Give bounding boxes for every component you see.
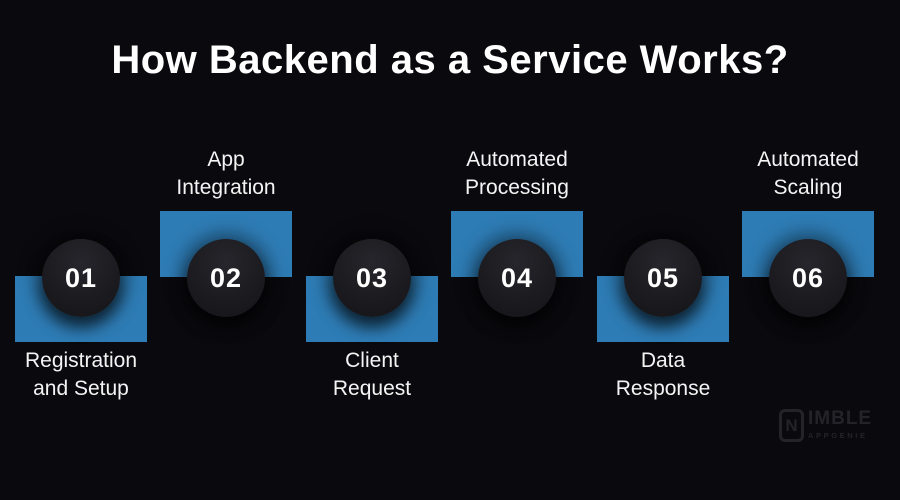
- step-06-number: 06: [791, 262, 825, 293]
- brand-name: IMBLE: [808, 408, 873, 429]
- page-title: How Backend as a Service Works?: [111, 38, 789, 82]
- step-04: 04 Automated Processing: [451, 0, 583, 500]
- step-02: 02 App Integration: [160, 0, 292, 500]
- step-02-label-line1: App: [207, 148, 245, 171]
- step-01-number: 01: [64, 262, 98, 293]
- step-01-circle: 01: [42, 239, 120, 317]
- brand-watermark: N IMBLE APPGENIE: [779, 409, 872, 442]
- step-04-label: Automated Processing: [437, 146, 597, 202]
- brand-subtitle: APPGENIE: [808, 431, 868, 440]
- step-03-label-line1: Client: [345, 349, 399, 372]
- step-04-label-line2: Processing: [465, 176, 569, 199]
- step-05: 05 Data Response: [597, 0, 729, 500]
- step-06: 06 Automated Scaling: [742, 0, 874, 500]
- step-05-circle: 05: [624, 239, 702, 317]
- step-01-label-line2: and Setup: [33, 377, 129, 400]
- step-02-circle: 02: [187, 239, 265, 317]
- brand-watermark-text: IMBLE APPGENIE: [808, 409, 872, 440]
- step-05-label-line2: Response: [615, 377, 711, 400]
- step-06-circle: 06: [769, 239, 847, 317]
- step-03: 03 Client Request: [306, 0, 438, 500]
- step-05-label-line1: Data: [640, 349, 686, 372]
- step-04-label-line1: Automated: [466, 148, 568, 171]
- step-03-label-line2: Request: [332, 377, 412, 400]
- step-05-number: 05: [646, 262, 680, 293]
- step-03-circle: 03: [333, 239, 411, 317]
- step-02-number: 02: [209, 262, 243, 293]
- step-04-number: 04: [500, 262, 534, 293]
- step-02-label-line2: Integration: [176, 176, 276, 199]
- step-03-number: 03: [355, 262, 389, 293]
- step-01-label: Registration and Setup: [1, 347, 161, 403]
- step-06-label-line2: Scaling: [773, 176, 843, 199]
- step-06-label-line1: Automated: [757, 148, 859, 171]
- step-03-label: Client Request: [292, 347, 452, 403]
- step-01-label-line1: Registration: [24, 349, 138, 372]
- step-02-label: App Integration: [146, 146, 306, 202]
- step-06-label: Automated Scaling: [728, 146, 888, 202]
- step-04-circle: 04: [478, 239, 556, 317]
- nimble-n-logo-icon: N: [779, 409, 804, 442]
- step-05-label: Data Response: [583, 347, 743, 403]
- step-01: 01 Registration and Setup: [15, 0, 147, 500]
